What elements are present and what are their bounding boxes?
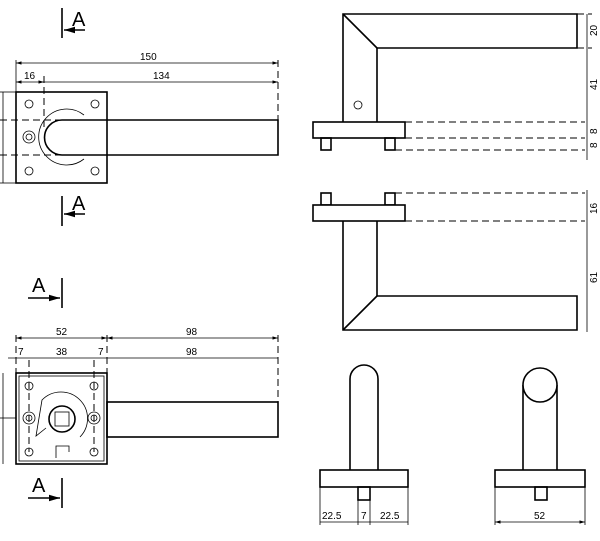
svg-text:150: 150: [140, 52, 157, 63]
svg-text:61: 61: [589, 271, 600, 283]
section-marker-top-1: A: [61, 8, 86, 38]
svg-text:7: 7: [361, 511, 367, 522]
svg-text:7: 7: [18, 347, 24, 358]
svg-text:22.5: 22.5: [322, 511, 342, 522]
svg-text:41: 41: [589, 78, 600, 90]
front-view: 52 98 7 38 7 98: [0, 327, 279, 465]
svg-text:A: A: [32, 275, 46, 297]
svg-text:A: A: [32, 475, 46, 497]
svg-text:8: 8: [589, 142, 600, 148]
svg-text:7: 7: [98, 347, 104, 358]
end-view-left: 22.5 7 22.5: [319, 364, 409, 525]
section-marker-bottom-2: A: [28, 475, 63, 508]
side-view-upper: 20 41 8 8: [312, 13, 600, 160]
svg-text:16: 16: [24, 71, 36, 82]
svg-text:98: 98: [186, 347, 198, 358]
svg-text:38: 38: [56, 347, 68, 358]
section-marker-bottom-1: A: [28, 275, 63, 308]
svg-text:A: A: [72, 9, 86, 31]
top-view: 150 16 134: [0, 52, 279, 184]
side-view-lower: 16 61: [312, 190, 600, 332]
svg-text:52: 52: [56, 327, 68, 338]
svg-text:16: 16: [589, 202, 600, 214]
svg-text:98: 98: [186, 327, 198, 338]
svg-text:A: A: [72, 193, 86, 215]
section-marker-top-2: A: [61, 193, 86, 226]
svg-text:134: 134: [153, 71, 170, 82]
svg-text:20: 20: [589, 24, 600, 36]
svg-text:22.5: 22.5: [380, 511, 400, 522]
svg-text:8: 8: [589, 128, 600, 134]
end-view-right: 52: [494, 367, 586, 525]
svg-text:52: 52: [534, 511, 546, 522]
